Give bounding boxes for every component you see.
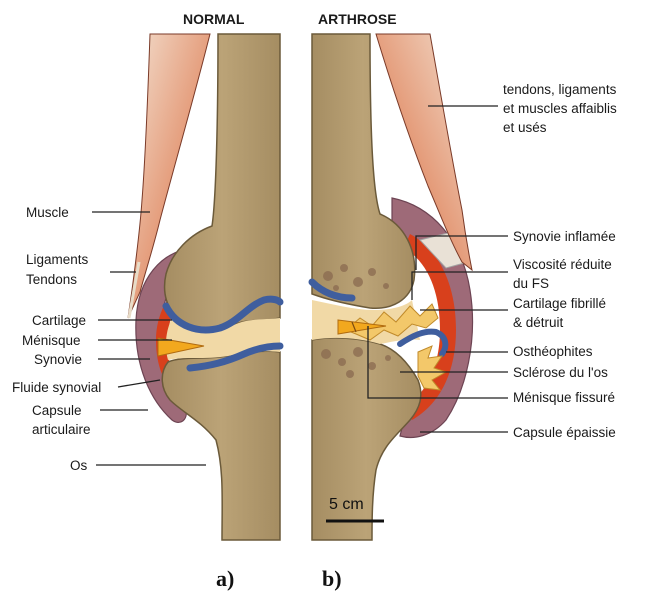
- label-fluide-synovial: Fluide synovial: [12, 380, 101, 395]
- label-cartilage: Cartilage: [32, 313, 86, 328]
- header-arthrose: ARTHROSE: [318, 11, 397, 27]
- label-synovie: Synovie: [34, 352, 82, 367]
- label-ligaments: Ligaments: [26, 252, 89, 267]
- label-sclerose: Sclérose du l'os: [513, 365, 608, 380]
- label-tendons: Tendons: [26, 272, 77, 287]
- label-synovie-inflamee: Synovie inflamée: [513, 229, 616, 244]
- label-capsule: Capsule: [32, 403, 82, 418]
- label-capsule-epaissie: Capsule épaissie: [513, 425, 616, 440]
- scale-label: 5 cm: [329, 496, 364, 513]
- label-muscle: Muscle: [26, 205, 69, 220]
- panel-label-b: b): [322, 566, 342, 591]
- panel-label-a: a): [216, 566, 234, 591]
- label-viscosite-1: Viscosité réduite: [513, 257, 612, 272]
- label-ostheophites: Osthéophites: [513, 344, 593, 359]
- label-cartilage-fibrille-1: Cartilage fibrillé: [513, 296, 606, 311]
- label-menisque-fissure: Ménisque fissuré: [513, 390, 615, 405]
- label-tendons-affaiblis-3: et usés: [503, 120, 547, 135]
- tibia-normal: [162, 351, 280, 540]
- label-viscosite-2: du FS: [513, 276, 549, 291]
- label-tendons-affaiblis-1: tendons, ligaments: [503, 82, 617, 97]
- normal-knee: [128, 34, 280, 540]
- label-tendons-affaiblis-2: et muscles affaiblis: [503, 101, 617, 116]
- label-cartilage-fibrille-2: & détruit: [513, 315, 564, 330]
- label-articulaire: articulaire: [32, 422, 91, 437]
- label-menisque: Ménisque: [22, 333, 81, 348]
- header-normal: NORMAL: [183, 11, 245, 27]
- label-os: Os: [70, 458, 88, 473]
- arthrose-knee: [312, 34, 473, 540]
